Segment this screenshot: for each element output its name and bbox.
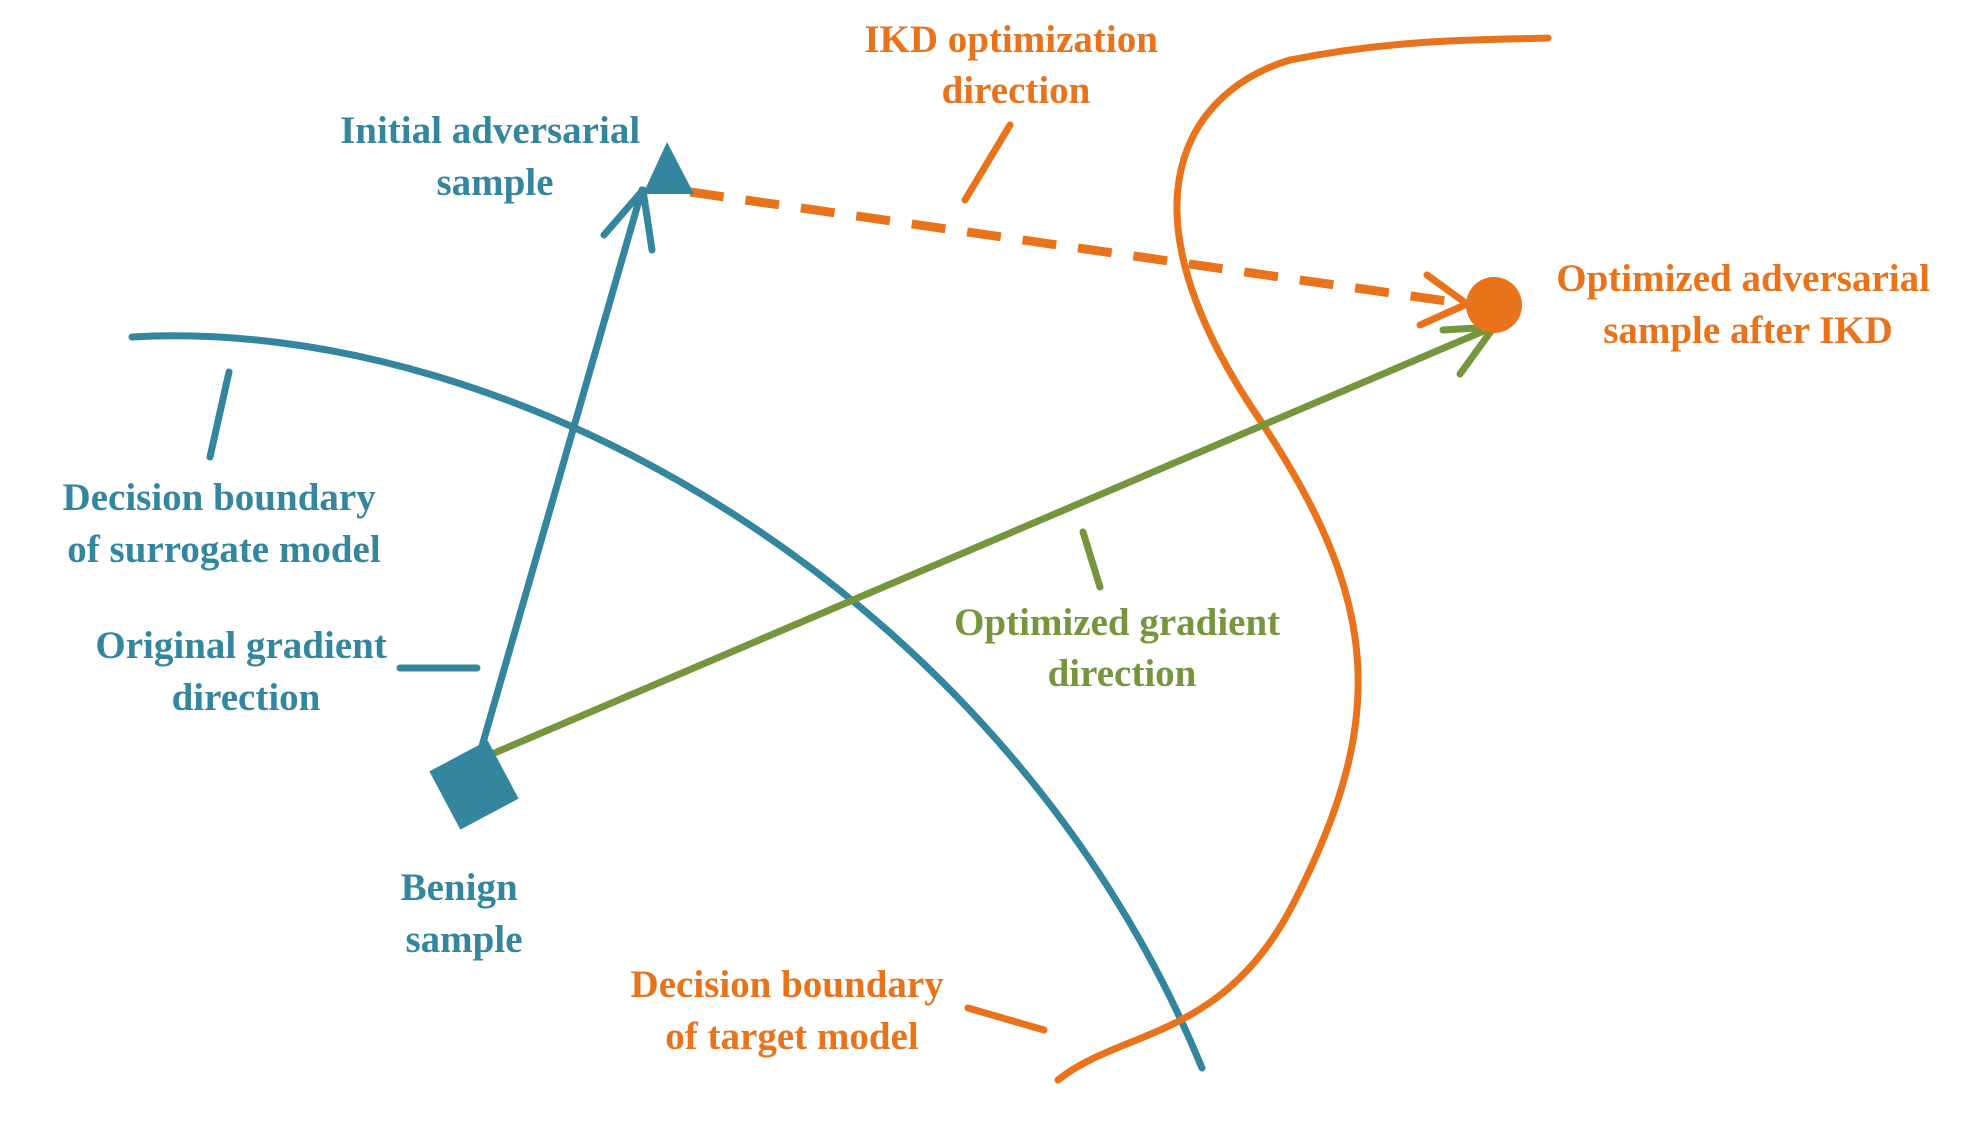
surrogate-boundary-label: Decision boundary of surrogate model [63,476,386,571]
target-boundary-leader [964,1004,1048,1034]
target-decision-boundary [1054,34,1552,1084]
original-gradient-arrowhead [600,186,656,254]
optimized-gradient-arrow [474,323,1497,764]
surrogate-decision-boundary [128,332,1206,1072]
ikd-direction-leader [961,121,1014,204]
initial-adversarial-marker [643,142,694,194]
ikd-direction-arrow [689,187,1461,308]
original-gradient-label: Original gradient direction [95,624,396,719]
optimized-adversarial-marker [1466,277,1522,333]
benign-sample-label: Benign sample [401,866,528,961]
optimized-adversarial-label: Optimized adversarial sample after IKD [1556,257,1939,352]
surrogate-boundary-leader [206,368,233,461]
optimized-gradient-label: Optimized gradient direction [954,601,1290,695]
initial-adversarial-label: Initial adversarial sample [340,109,650,204]
benign-sample-marker [429,740,519,830]
optimized-gradient-leader [1079,528,1104,591]
target-boundary-label: Decision boundary of target model [631,963,954,1058]
original-gradient-arrow [474,186,646,764]
ikd-direction-label: IKD optimization direction [864,18,1167,112]
